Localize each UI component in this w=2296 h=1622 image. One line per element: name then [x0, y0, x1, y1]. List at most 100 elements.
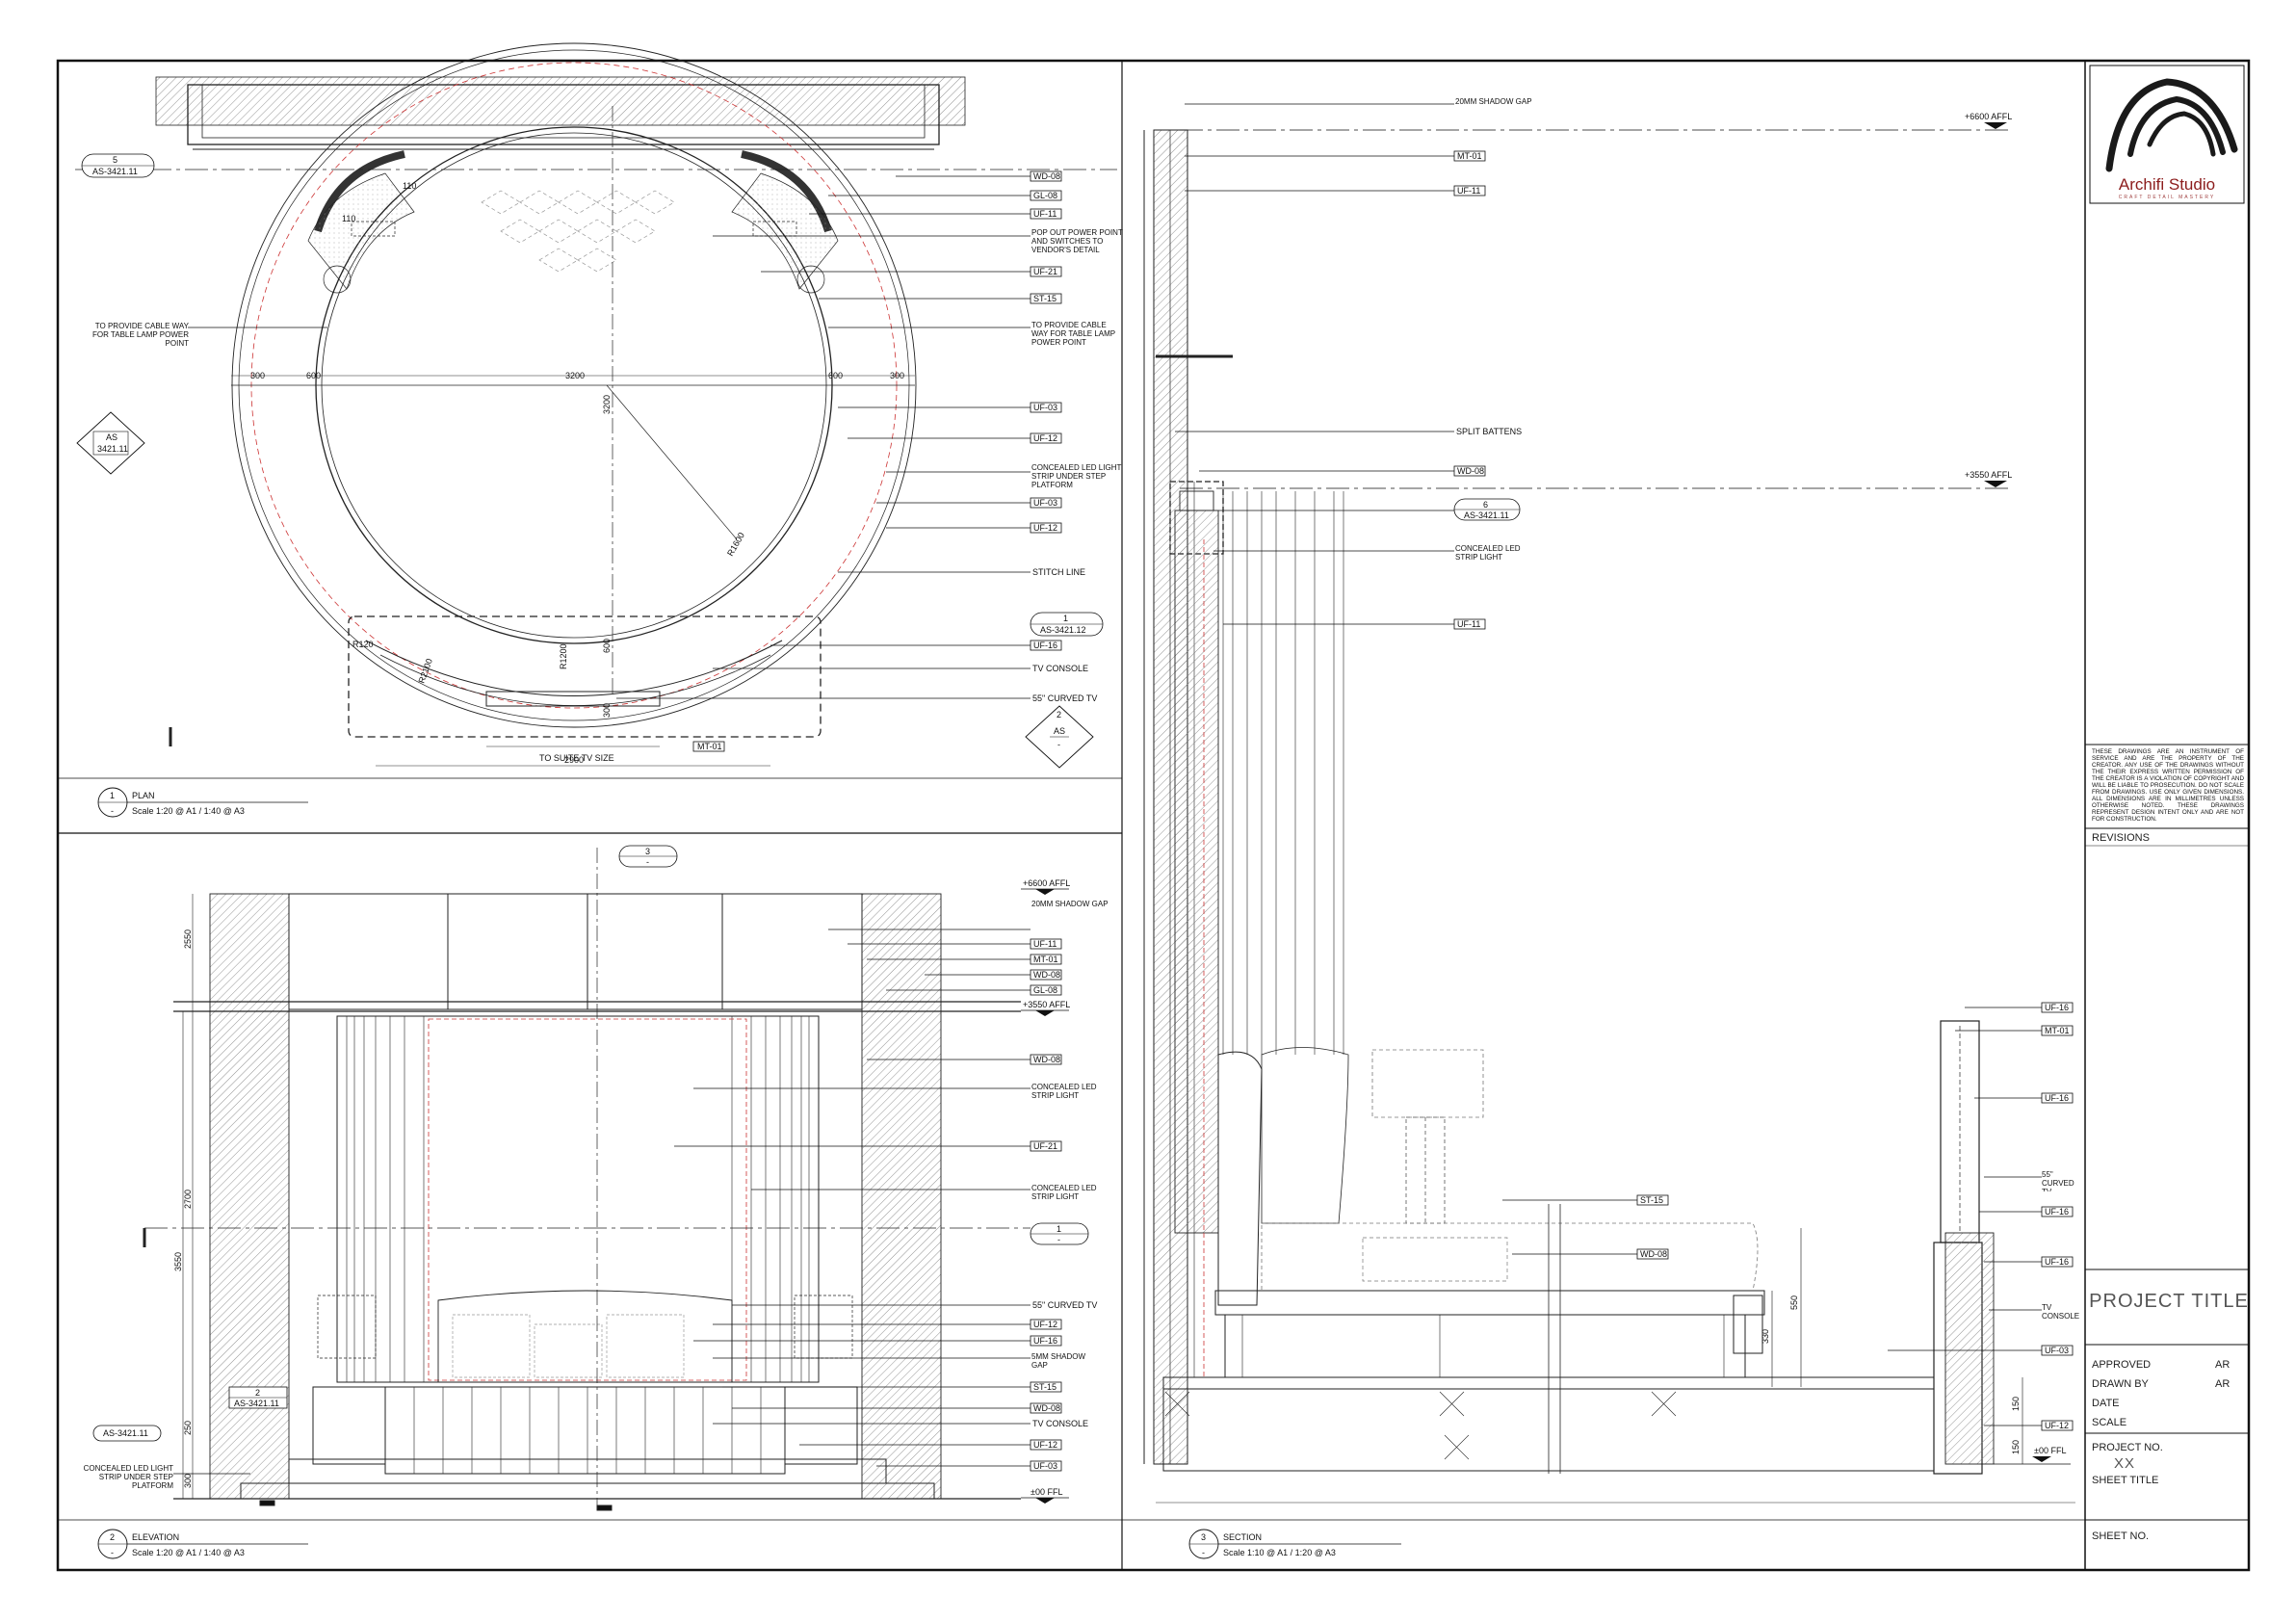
plan-dim: R1600	[725, 531, 746, 558]
title-block: Archifi Studio CRAFT DETAIL MASTERY THES…	[2085, 65, 2249, 1542]
brand-tagline: CRAFT DETAIL MASTERY	[2119, 195, 2215, 200]
elevation-level-floor: ±00 FFL	[1031, 1487, 1062, 1497]
scale-label: SCALE	[2092, 1417, 2126, 1428]
plan-dim: 300	[250, 371, 265, 380]
plan-dim: 600	[602, 639, 612, 653]
plan-ref-top-num: 5	[113, 155, 117, 165]
section-callout-tag: WD-08	[1457, 466, 1484, 476]
elevation-view	[143, 848, 1031, 1511]
plan-callout-tag: UF-03	[1033, 403, 1057, 412]
elevation-ref-right-num: 1	[1057, 1224, 1061, 1234]
elevation-dim: 3550	[173, 1252, 183, 1271]
plan-references: 5 AS-3421.11 AS 3421.11 1 AS-3421.12 2 A…	[76, 153, 1104, 769]
elevation-dim: 2550	[183, 929, 193, 949]
section-callout-tag: UF-11	[1457, 619, 1480, 629]
plan-dim: 3200	[602, 395, 612, 414]
plan-ref-left-top: AS	[106, 432, 117, 442]
section-callout-note: CONCEALED LED STRIP LIGHT	[1455, 544, 1521, 562]
plan-callout-note: TO PROVIDE CABLE WAY FOR TABLE LAMP POWE…	[1031, 321, 1115, 347]
project-no-value: XX	[2114, 1455, 2135, 1472]
revisions-label: REVISIONS	[2092, 832, 2150, 844]
elevation-callout-note: 55" CURVED TV	[1032, 1300, 1097, 1310]
plan-mt-tag: MT-01	[697, 742, 722, 751]
viewport-num: 2	[110, 1532, 115, 1542]
sheet-frame	[56, 59, 2251, 1572]
plan-dim: 2900	[564, 755, 584, 765]
elevation-dim: 2700	[183, 1190, 193, 1209]
elevation-callout-tag: WD-08	[1033, 970, 1060, 980]
section-callout-tag: WD-08	[1640, 1249, 1667, 1259]
plan-dim: R120	[352, 640, 374, 649]
section-callout-tag: UF-16	[2045, 1003, 2069, 1012]
viewport-sheet: -	[111, 806, 114, 816]
plan-ref-bottom-num: 2	[1057, 710, 1061, 719]
plan-ref-bottom-bottom: -	[1057, 740, 1060, 749]
elevation-callout-note: 5MM SHADOW GAP	[1031, 1352, 1085, 1370]
date-label: DATE	[2092, 1398, 2120, 1409]
plan-dim: 110	[403, 181, 416, 191]
section-callout-tag: UF-03	[2045, 1346, 2069, 1355]
viewport-num: 3	[1201, 1532, 1206, 1542]
elevation-level-mid: +3550 AFFL	[1023, 1000, 1070, 1009]
elevation-callout-tag: UF-11	[1033, 939, 1057, 949]
plan-callout-tag: UF-16	[1033, 641, 1057, 650]
elevation-dimensions: 2550 2700 3550 250 300	[173, 929, 193, 1488]
plan-ref-left-bottom: 3421.11	[97, 444, 128, 454]
elevation-ref-left2-sheet: AS-3421.11	[103, 1428, 148, 1438]
plan-dim: 3200	[565, 371, 585, 380]
viewport-title-plan: 1 - PLAN Scale 1:20 @ A1 / 1:40 @ A3	[97, 787, 308, 818]
elevation-callout-note: CONCEALED LED STRIP LIGHT	[1031, 1083, 1097, 1100]
elevation-callout-tag: GL-08	[1033, 985, 1057, 995]
section-levels: +6600 AFFL +3550 AFFL ±00 FFL	[1180, 112, 2071, 1465]
elevation-ref-left-num: 2	[255, 1388, 260, 1398]
viewport-scale: Scale 1:20 @ A1 / 1:40 @ A3	[132, 1548, 245, 1557]
plan-callout-tag: WD-08	[1033, 171, 1060, 181]
plan-callout-tag: UF-21	[1033, 267, 1057, 276]
section-dim: 550	[1789, 1295, 1799, 1310]
plan-callout-note: STITCH LINE	[1032, 567, 1085, 577]
elevation-callout-tag: UF-12	[1033, 1440, 1057, 1450]
plan-dimensions: 300 600 3200 600 300 3200 R1600 R120 R21…	[250, 181, 904, 765]
sheet-title-label: SHEET TITLE	[2092, 1475, 2158, 1486]
elevation-level-top: +6600 AFFL	[1023, 878, 1070, 888]
section-callout-tag: UF-12	[2045, 1421, 2069, 1430]
section-dim: 150	[2011, 1397, 2021, 1411]
section-ref-num: 6	[1483, 500, 1488, 510]
plan-left-note: TO PROVIDE CABLE WAY FOR TABLE LAMP POWE…	[91, 322, 189, 348]
plan-ref-bottom-top: AS	[1054, 726, 1065, 736]
brand-name: Archifi Studio	[2119, 175, 2215, 194]
elevation-left-note: CONCEALED LED LIGHT STRIP UNDER STEP PLA…	[83, 1464, 173, 1490]
elevation-callout-note: 20MM SHADOW GAP	[1031, 900, 1109, 908]
section-level-top: +6600 AFFL	[1965, 112, 2012, 121]
plan-callout-tag: UF-11	[1033, 209, 1057, 219]
elevation-references: 3 - 2 AS-3421.11 AS-3421.11 1 -	[92, 845, 1089, 1442]
plan-callout-tag: UF-03	[1033, 498, 1057, 508]
viewport-sheet: -	[111, 1548, 114, 1557]
plan-ref-right-num: 1	[1063, 614, 1068, 623]
elevation-callout-tag: WD-08	[1033, 1403, 1060, 1413]
approved-value: AR	[2215, 1359, 2230, 1371]
disclaimer-text: THESE DRAWINGS ARE AN INSTRUMENT OF SERV…	[2092, 748, 2244, 823]
project-title: PROJECT TITLE	[2089, 1291, 2249, 1312]
plan-ref-right-sheet: AS-3421.12	[1040, 625, 1086, 635]
plan-dim: R2100	[416, 657, 433, 684]
viewport-scale: Scale 1:10 @ A1 / 1:20 @ A3	[1223, 1548, 1336, 1557]
section-callout-tag: UF-16	[2045, 1093, 2069, 1103]
section-callout-tag: UF-16	[2045, 1257, 2069, 1267]
section-level-mid: +3550 AFFL	[1965, 470, 2012, 480]
section-dimensions: 550 330 150 150	[1761, 1228, 2023, 1464]
plan-view	[75, 42, 1117, 767]
section-callout-tag: UF-16	[2045, 1207, 2069, 1216]
elevation-callout-tag: MT-01	[1033, 955, 1058, 964]
elevation-callout-note: TV CONSOLE	[1032, 1419, 1088, 1428]
elevation-callout-note: CONCEALED LED STRIP LIGHT	[1031, 1184, 1097, 1201]
elevation-callout-tag: UF-21	[1033, 1141, 1057, 1151]
plan-dim: 600	[306, 371, 321, 380]
plan-callout-note: CONCEALED LED LIGHT STRIP UNDER STEP PLA…	[1031, 463, 1122, 489]
plan-callout-tag: GL-08	[1033, 191, 1057, 200]
section-callout-note: 20MM SHADOW GAP	[1455, 97, 1532, 106]
viewport-title: SECTION	[1223, 1532, 1262, 1542]
project-no-label: PROJECT NO.	[2092, 1442, 2163, 1453]
plan-callouts: WD-08 GL-08 UF-11 POP OUT POWER POINT AN…	[91, 170, 1123, 763]
